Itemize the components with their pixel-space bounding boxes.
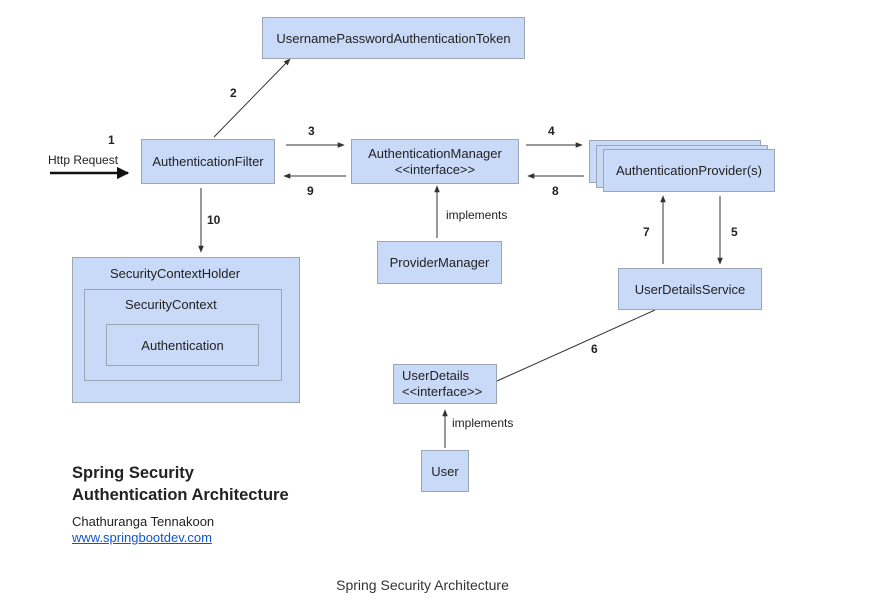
user-details-label: UserDetails <box>402 368 470 383</box>
user-box: User <box>421 450 469 492</box>
provider-manager-box: ProviderManager <box>377 241 502 284</box>
step-number-5: 5 <box>731 225 738 239</box>
filter-label: AuthenticationFilter <box>152 154 264 169</box>
user-details-service-box: UserDetailsService <box>618 268 762 310</box>
manager-stereotype: <<interface>> <box>394 161 476 177</box>
title-line-1: Spring Security <box>72 464 194 482</box>
step-number-10: 10 <box>207 213 221 227</box>
implements-label-bottom: implements <box>452 416 514 430</box>
user-details-box: UserDetails <<interface>> <box>393 364 497 404</box>
provider-manager-label: ProviderManager <box>389 255 490 270</box>
author-name: Chathuranga Tennakoon <box>72 514 215 529</box>
authentication-manager-box: AuthenticationManager <<interface>> <box>351 139 519 184</box>
implements-label-top: implements <box>446 208 508 222</box>
website-link[interactable]: www.springbootdev.com <box>72 530 212 545</box>
user-details-service-label: UserDetailsService <box>634 281 746 297</box>
authentication-provider-box: AuthenticationProvider(s) <box>603 149 775 192</box>
token-label: UsernamePasswordAuthenticationToken <box>276 30 511 46</box>
figure-caption: Spring Security Architecture <box>336 577 509 593</box>
context-label: SecurityContext <box>125 297 217 312</box>
step-number-7: 7 <box>643 225 650 239</box>
step-number-9: 9 <box>307 184 314 198</box>
arrow-step-2 <box>213 58 291 138</box>
line-step-6 <box>496 309 656 382</box>
title-line-2: Authentication Architecture <box>72 486 289 504</box>
diagram-title: Spring Security Authentication Architect… <box>72 462 289 506</box>
http-request-label: Http Request <box>48 153 119 167</box>
step-number-6: 6 <box>591 342 598 356</box>
authentication-filter-box: AuthenticationFilter <box>141 139 275 184</box>
step-number-8: 8 <box>552 184 559 198</box>
step-number-1: 1 <box>108 133 115 147</box>
token-box: UsernamePasswordAuthenticationToken <box>262 17 525 59</box>
user-details-stereotype: <<interface>> <box>402 384 483 399</box>
step-number-4: 4 <box>548 124 555 138</box>
user-label: User <box>431 463 459 479</box>
step-number-2: 2 <box>230 86 237 100</box>
authentication-label: Authentication <box>141 337 224 353</box>
context-holder-label: SecurityContextHolder <box>110 266 241 281</box>
step-number-3: 3 <box>308 124 315 138</box>
manager-label: AuthenticationManager <box>368 145 502 161</box>
authentication-box: Authentication <box>106 324 259 366</box>
provider-label: AuthenticationProvider(s) <box>616 163 762 178</box>
